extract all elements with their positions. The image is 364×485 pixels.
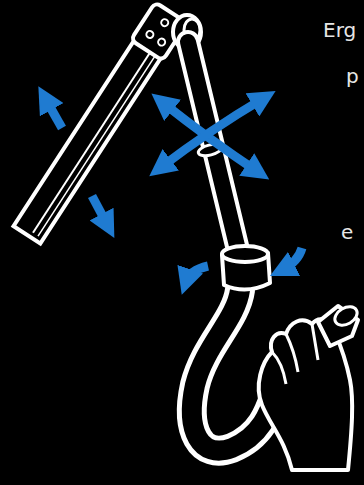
motion-arrows (45, 98, 302, 282)
cut-off-text: Erg (323, 18, 356, 42)
cut-off-text: p (346, 64, 359, 88)
collar (222, 246, 270, 290)
hand (259, 303, 361, 470)
cut-off-text: e (341, 220, 353, 244)
arm-bar (11, 2, 187, 245)
